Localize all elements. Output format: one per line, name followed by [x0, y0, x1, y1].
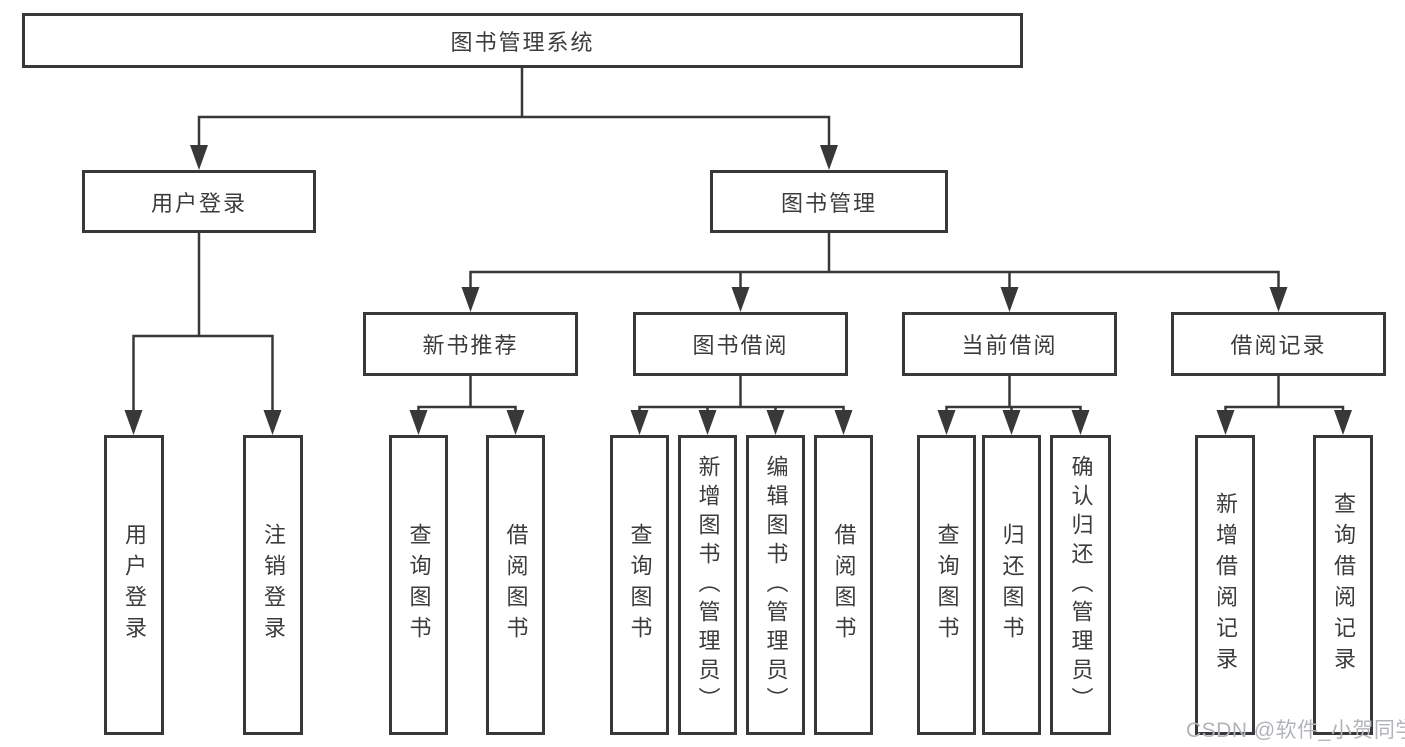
leaf-label: 归还图书: [999, 523, 1025, 647]
leaf-label: 编辑图书（管理员）: [763, 454, 789, 716]
leaf-edit-books-admin: 编辑图书（管理员）: [746, 435, 805, 735]
leaf-query-books-borrowing: 查询图书: [610, 435, 669, 735]
node-user-login: 用户登录: [82, 170, 316, 233]
node-label: 图书管理系统: [450, 29, 595, 55]
arrowheads: [124, 145, 1352, 435]
node-book-borrowing: 图书借阅: [633, 312, 848, 376]
node-borrowing-records: 借阅记录: [1171, 312, 1386, 376]
node-label: 图书借阅: [692, 333, 789, 358]
leaf-label: 注销登录: [261, 523, 286, 647]
leaf-label: 查询图书: [934, 523, 960, 647]
leaf-label: 新增借阅记录: [1213, 492, 1238, 678]
node-library-management-system: 图书管理系统: [22, 13, 1023, 68]
leaf-label: 借阅图书: [831, 523, 857, 647]
leaf-query-books-current: 查询图书: [917, 435, 976, 735]
node-new-book-recommendation: 新书推荐: [363, 312, 578, 376]
leaf-label: 查询借阅记录: [1331, 492, 1356, 678]
leaf-query-books-recommend: 查询图书: [389, 435, 448, 735]
watermark-text: CSDN @软件_小贺同学: [1186, 719, 1405, 742]
leaf-add-borrow-record: 新增借阅记录: [1195, 435, 1255, 735]
leaf-logout: 注销登录: [243, 435, 303, 735]
node-label: 图书管理: [780, 190, 877, 216]
leaf-borrow-books-borrowing: 借阅图书: [814, 435, 873, 735]
leaf-label: 查询图书: [406, 523, 432, 647]
leaf-label: 用户登录: [122, 523, 147, 647]
leaf-label: 查询图书: [627, 523, 653, 647]
leaf-label: 新增图书（管理员）: [695, 454, 721, 716]
leaf-label: 借阅图书: [503, 523, 529, 647]
leaf-query-borrow-record: 查询借阅记录: [1313, 435, 1373, 735]
leaf-borrow-books-recommend: 借阅图书: [486, 435, 545, 735]
node-label: 新书推荐: [422, 333, 519, 358]
leaf-label: 确认归还（管理员）: [1068, 454, 1094, 716]
node-current-borrowing: 当前借阅: [902, 312, 1117, 376]
leaf-user-login: 用户登录: [104, 435, 164, 735]
node-book-management: 图书管理: [710, 170, 948, 233]
node-label: 当前借阅: [961, 333, 1058, 358]
node-label: 借阅记录: [1230, 333, 1327, 358]
node-label: 用户登录: [150, 190, 247, 216]
leaf-add-books-admin: 新增图书（管理员）: [678, 435, 737, 735]
leaf-return-books: 归还图书: [982, 435, 1041, 735]
leaf-confirm-return-admin: 确认归还（管理员）: [1050, 435, 1111, 735]
